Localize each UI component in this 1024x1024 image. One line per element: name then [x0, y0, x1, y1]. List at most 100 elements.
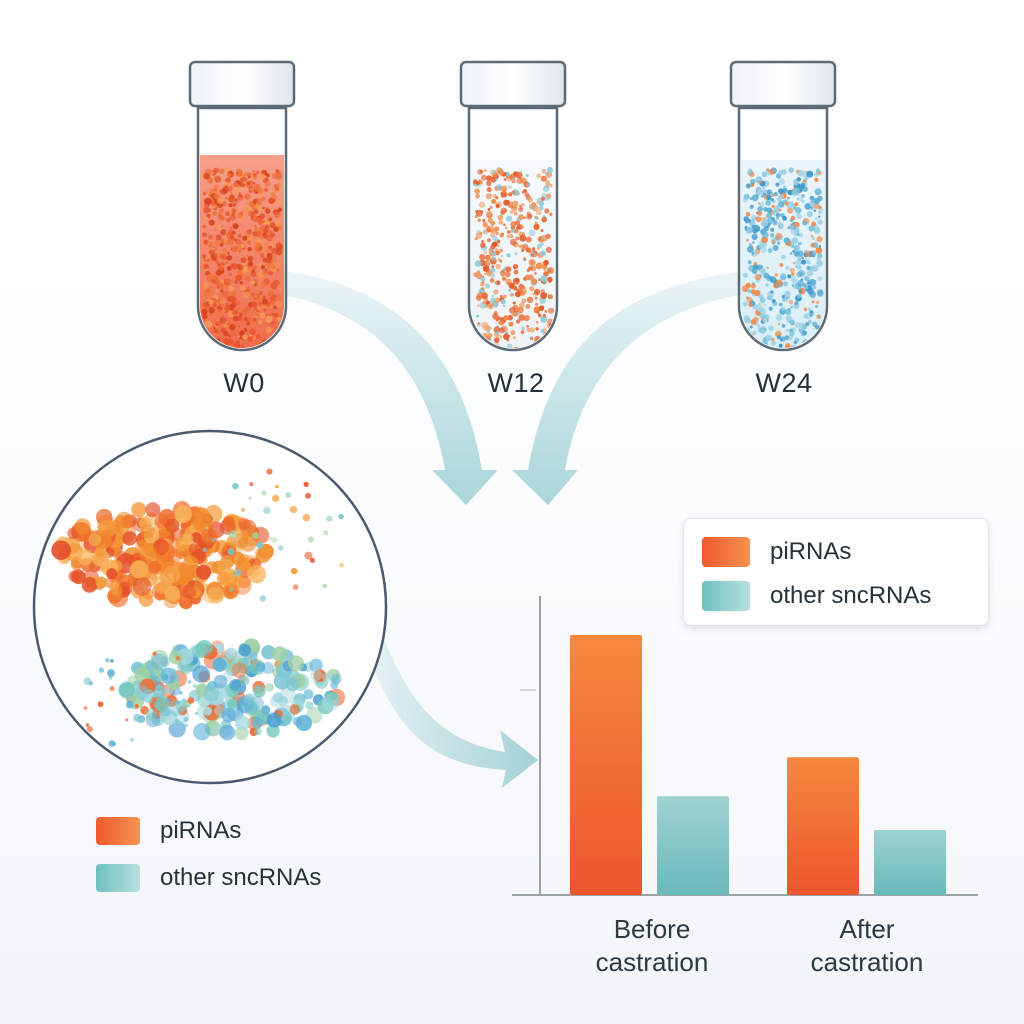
- particle: [768, 325, 774, 332]
- particle: [485, 255, 491, 261]
- particle: [529, 336, 534, 340]
- tube-label-w12: W12: [487, 368, 545, 398]
- particle: [213, 303, 217, 307]
- particle: [226, 218, 231, 223]
- particle: [503, 199, 510, 206]
- particle: [794, 301, 799, 305]
- particle: [250, 179, 254, 183]
- particle: [231, 309, 238, 316]
- pirna-particle: [51, 540, 71, 560]
- particle: [810, 343, 817, 348]
- particle: [768, 218, 773, 222]
- magnifier-legend-item-pirnas: piRNAs: [96, 817, 241, 845]
- particle: [231, 263, 238, 270]
- particle: [798, 289, 803, 293]
- sncrna-particle: [270, 694, 284, 708]
- particle: [481, 240, 484, 243]
- particle: [240, 257, 247, 263]
- particle: [475, 232, 483, 239]
- particle: [212, 211, 218, 217]
- particle: [235, 200, 239, 204]
- particle: [265, 248, 270, 254]
- scattered-particle: [259, 595, 266, 602]
- particle: [511, 190, 516, 195]
- particle: [204, 320, 208, 324]
- particle: [748, 243, 752, 247]
- particle: [787, 207, 794, 214]
- particle: [778, 178, 785, 185]
- sncrna-particle: [203, 706, 213, 716]
- particle: [778, 169, 783, 175]
- magnifier-circle: [32, 429, 388, 785]
- scattered-particle: [182, 698, 186, 703]
- sncrna-particle: [238, 643, 251, 657]
- chart-legend: piRNAs other sncRNAs: [683, 518, 989, 626]
- particle: [762, 186, 766, 190]
- particle: [497, 316, 502, 321]
- particle: [503, 294, 507, 299]
- particle: [216, 317, 219, 321]
- particle: [478, 180, 483, 185]
- particle: [221, 313, 224, 317]
- particle: [486, 180, 492, 186]
- particle: [775, 232, 783, 240]
- particle: [811, 300, 815, 304]
- particle: [271, 252, 278, 259]
- scattered-particle: [290, 567, 298, 575]
- particle: [483, 272, 487, 276]
- particle: [258, 302, 263, 306]
- sncrna-particle: [261, 705, 271, 715]
- particle: [815, 226, 820, 232]
- particle: [754, 289, 761, 297]
- particle: [474, 260, 482, 267]
- particle: [775, 182, 780, 187]
- particle: [525, 304, 531, 309]
- particle: [499, 294, 503, 298]
- particle: [795, 272, 799, 276]
- particle: [547, 346, 553, 348]
- pirna-particle: [145, 502, 161, 518]
- particle: [816, 236, 823, 243]
- particle: [202, 302, 208, 307]
- particle: [482, 230, 486, 234]
- particle: [489, 205, 493, 209]
- particle: [244, 193, 251, 200]
- particle: [252, 172, 257, 178]
- particle: [506, 234, 510, 238]
- particle: [203, 282, 210, 289]
- particle: [529, 259, 536, 267]
- particle: [275, 173, 283, 180]
- particle: [217, 309, 221, 313]
- particle: [534, 221, 538, 225]
- particle: [264, 224, 270, 230]
- pirna-particle: [165, 518, 180, 533]
- particle: [758, 240, 763, 245]
- particle: [806, 170, 814, 178]
- particle: [477, 322, 481, 325]
- particle: [494, 281, 497, 285]
- particle: [752, 293, 755, 297]
- particle: [545, 246, 552, 253]
- particle: [778, 343, 783, 348]
- particle: [785, 240, 788, 243]
- particle: [757, 188, 763, 195]
- particle: [757, 202, 761, 205]
- particle: [493, 241, 498, 247]
- particle: [477, 169, 483, 175]
- particle: [225, 240, 231, 246]
- particle: [232, 315, 239, 322]
- particle: [789, 218, 794, 222]
- pirna-particle: [152, 575, 171, 594]
- pirna-particle: [132, 577, 152, 596]
- particle: [519, 234, 527, 242]
- scattered-particle: [111, 741, 117, 747]
- particle: [778, 208, 782, 212]
- particle: [487, 208, 491, 211]
- particle: [484, 283, 490, 289]
- particle: [779, 263, 784, 267]
- particle: [213, 192, 221, 200]
- particle: [260, 286, 264, 289]
- particle: [809, 310, 814, 314]
- particle: [219, 317, 227, 324]
